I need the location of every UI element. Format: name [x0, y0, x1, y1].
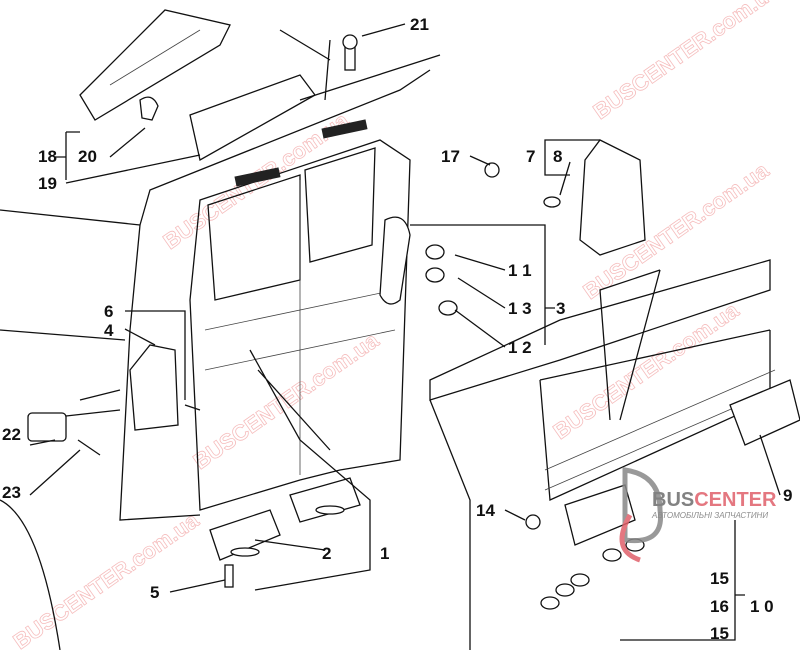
callout-14: 14	[476, 501, 495, 520]
callout-7: 7	[526, 147, 535, 166]
callout-15-upper: 15	[710, 569, 729, 588]
part-third-stop-lamp	[79, 9, 441, 161]
callout-16: 16	[710, 597, 729, 616]
callout-4: 4	[104, 321, 114, 340]
callout-13: 1 3	[508, 299, 532, 318]
callout-labels: 21 18 20 19 17 7 8 1 1 1 3 3 1 2 6 4 22 …	[2, 15, 792, 643]
part-rear-lamp	[27, 344, 201, 456]
leader-lines	[29, 23, 781, 641]
callout-20: 20	[78, 147, 97, 166]
watermark: BUSCENTER.com.ua	[589, 0, 784, 124]
callout-3: 3	[556, 299, 565, 318]
callout-2: 2	[322, 544, 331, 563]
buscenter-logo: BUSCENTER АВТОМОБІЛЬНІ ЗАПЧАСТИНИ	[619, 467, 777, 563]
callout-17: 17	[441, 147, 460, 166]
logo-mark	[622, 467, 664, 544]
callout-10: 1 0	[750, 597, 774, 616]
callout-18: 18	[38, 147, 57, 166]
callout-23: 23	[2, 483, 21, 502]
callout-5: 5	[150, 583, 159, 602]
callout-9: 9	[783, 486, 792, 505]
logo-subtitle: АВТОМОБІЛЬНІ ЗАПЧАСТИНИ	[651, 511, 768, 520]
part-tail-lamps	[525, 379, 800, 610]
callout-22: 22	[2, 425, 21, 444]
callout-6: 6	[104, 302, 113, 321]
callout-12: 1 2	[508, 338, 532, 357]
callout-19: 19	[38, 174, 57, 193]
watermark: BUSCENTER.com.ua	[9, 507, 204, 650]
callout-21: 21	[410, 15, 429, 34]
part-plate-lamps	[209, 477, 361, 588]
callout-8: 8	[553, 147, 562, 166]
watermark: BUSCENTER.com.ua	[549, 297, 744, 444]
callout-1: 1	[380, 544, 389, 563]
callout-15-lower: 15	[710, 624, 729, 643]
callout-11: 1 1	[508, 261, 532, 280]
van-rear-body	[0, 69, 431, 650]
logo-wordmark: BUSCENTER	[652, 489, 777, 511]
part-side-lamp	[379, 139, 646, 316]
logo-swoosh	[619, 513, 641, 563]
